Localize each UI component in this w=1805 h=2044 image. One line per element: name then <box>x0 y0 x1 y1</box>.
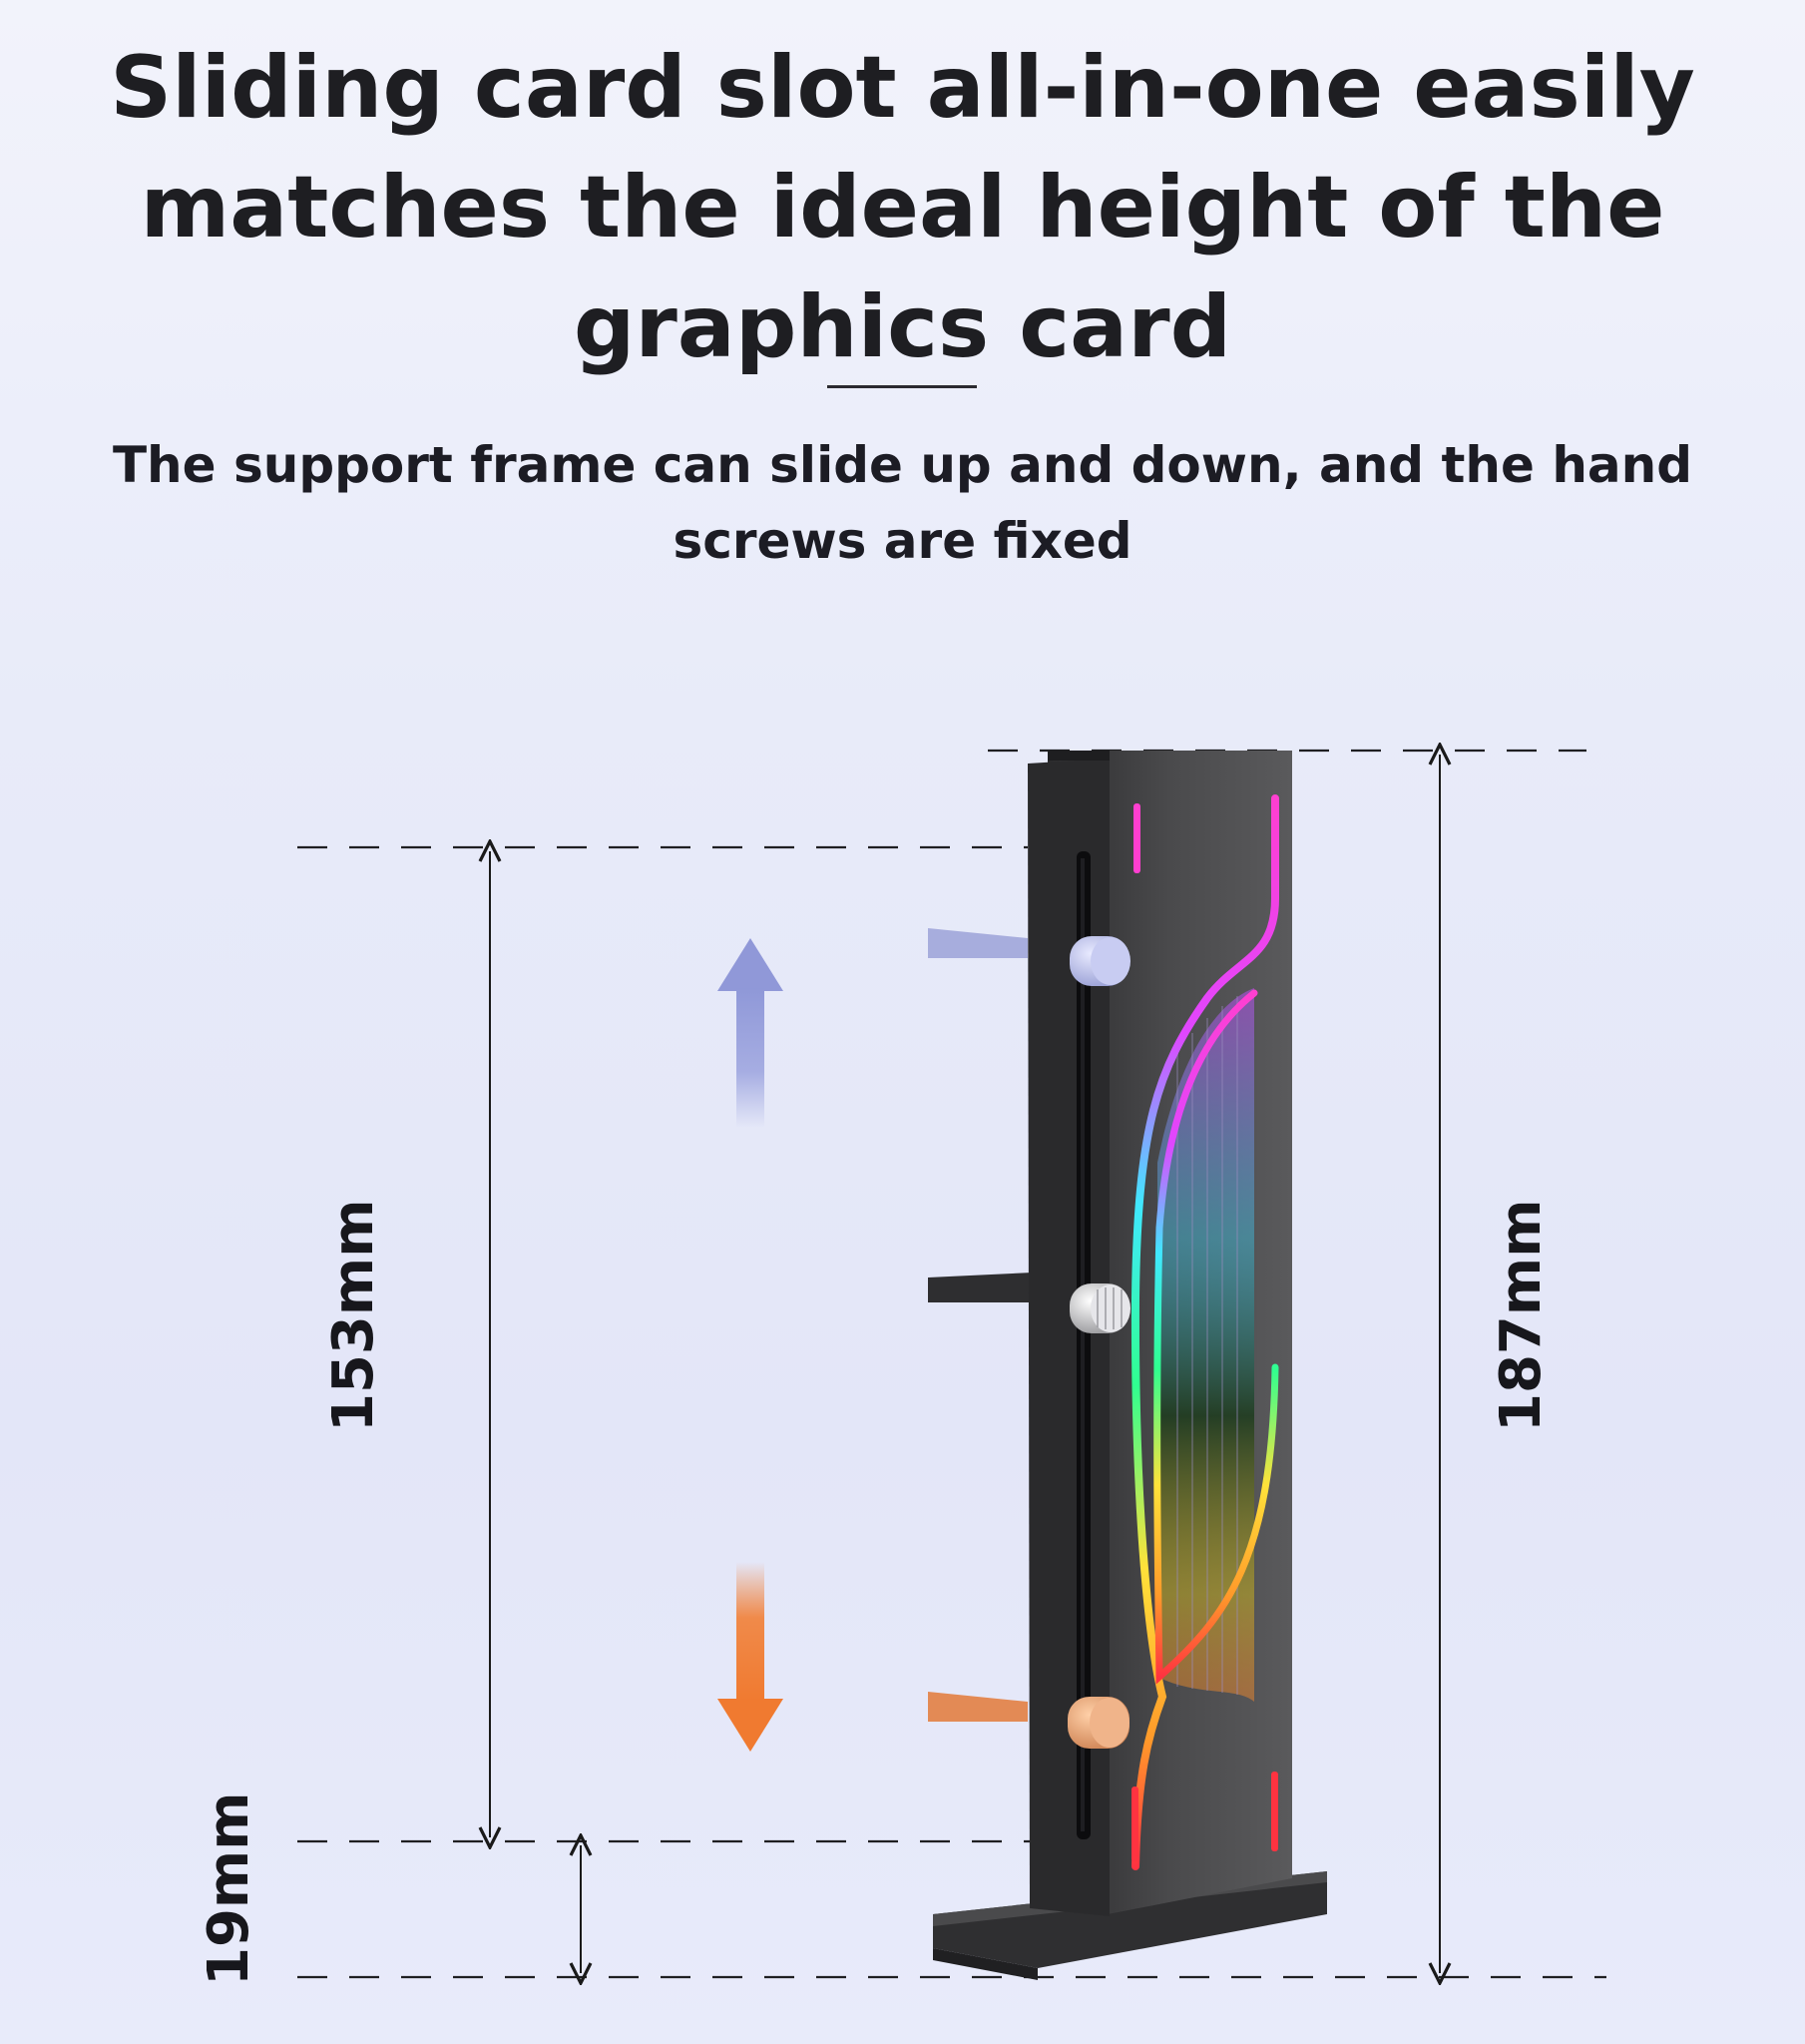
headline: Sliding card slot all-in-one easily matc… <box>0 28 1805 387</box>
headline-line-2: matches the ideal height of the <box>140 158 1665 257</box>
middle-hand-screw-icon <box>1070 1283 1130 1333</box>
slide-range-label: 153mm <box>321 1199 386 1432</box>
base-offset-label: 19mm <box>197 1791 261 1986</box>
headline-line-1: Sliding card slot all-in-one easily <box>110 38 1695 138</box>
red-accent-mark <box>1271 1772 1278 1851</box>
rgb-light-strip-right <box>1153 989 1279 1685</box>
headline-line-3: graphics card <box>573 277 1232 377</box>
subtitle-line-1: The support frame can slide up and down,… <box>112 436 1693 494</box>
bracket-column <box>1028 751 1292 1916</box>
magenta-accent-mark <box>1133 803 1140 873</box>
upper-hand-screw-icon <box>1070 936 1130 986</box>
middle-support-arm <box>928 1273 1033 1302</box>
subtitle: The support frame can slide up and down,… <box>0 427 1805 579</box>
subtitle-line-2: screws are fixed <box>673 512 1132 570</box>
lower-support-arm <box>928 1692 1028 1722</box>
red-accent-mark-left <box>1131 1787 1138 1861</box>
rgb-light-strip-left <box>1130 794 1279 1870</box>
title-divider <box>827 385 977 388</box>
down-arrow-icon <box>717 1562 783 1752</box>
lower-hand-screw-icon <box>1068 1697 1129 1749</box>
upper-support-arm <box>928 928 1028 958</box>
total-height-label: 187mm <box>1489 1199 1554 1432</box>
up-arrow-icon <box>717 938 783 1128</box>
